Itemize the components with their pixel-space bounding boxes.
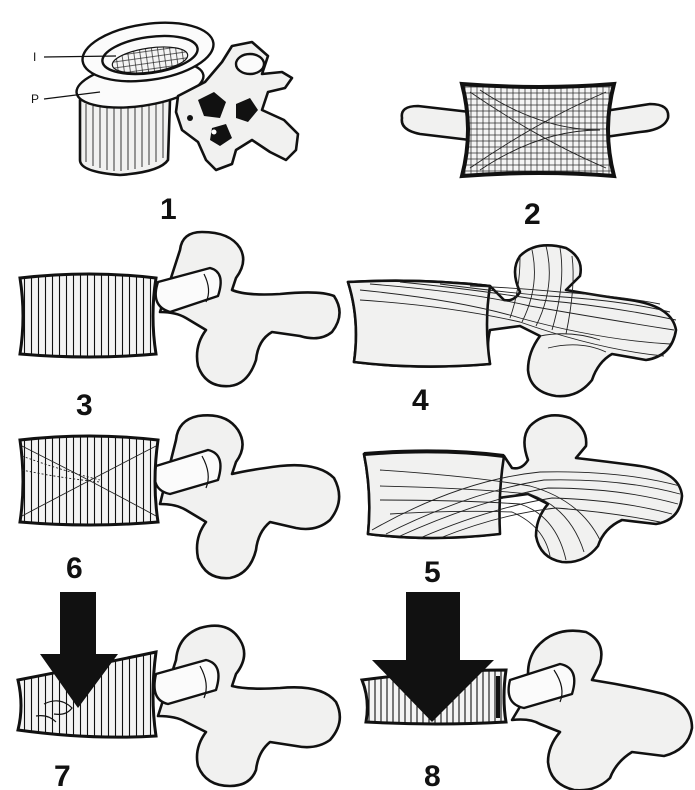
panel-2-cross-section bbox=[402, 84, 668, 176]
panel-number-2: 2 bbox=[524, 198, 541, 231]
panel-7-vertical-compression bbox=[18, 592, 340, 786]
panel-4-lateral-oblique-trabeculae bbox=[348, 245, 676, 396]
panel-3-lateral-vertical-trabeculae bbox=[20, 232, 340, 386]
panel-number-4: 4 bbox=[412, 384, 429, 417]
panel-1-label-lower: P bbox=[31, 92, 39, 106]
panel-number-3: 3 bbox=[76, 389, 93, 422]
panel-1-vertebra-3d: I P bbox=[31, 15, 298, 175]
panel-number-7: 7 bbox=[54, 760, 71, 790]
panel-number-5: 5 bbox=[424, 556, 441, 589]
panel-number-8: 8 bbox=[424, 760, 441, 790]
panel-number-1: 1 bbox=[160, 193, 177, 226]
panel-number-6: 6 bbox=[66, 552, 83, 585]
panel-8-crush-compression bbox=[362, 592, 692, 790]
panel-1-label-upper: I bbox=[33, 50, 36, 64]
panel-5-lateral-fan-trabeculae bbox=[364, 415, 682, 562]
